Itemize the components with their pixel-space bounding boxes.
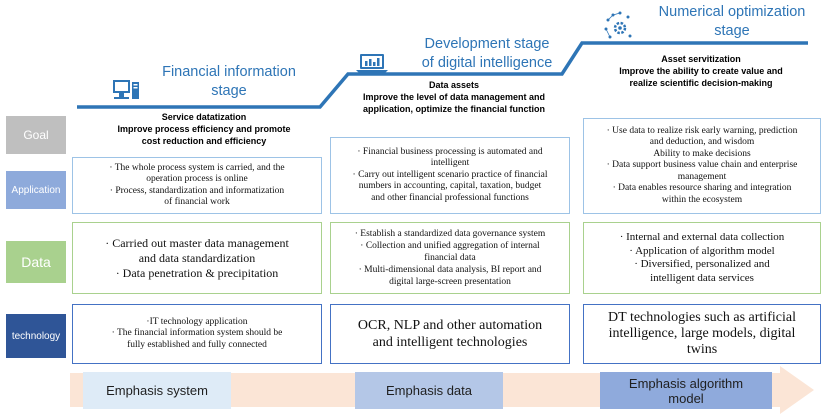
technology-text: ·IT technology application	[146, 316, 248, 327]
application-text: · Use data to realize risk early warning…	[606, 125, 798, 136]
data-text: digital large-screen presentation	[389, 277, 511, 287]
data-box-2: · Establish a standardized data governan…	[330, 222, 570, 294]
technology-text: DT technologies such as artificial	[608, 310, 796, 325]
row-label-application: Application	[6, 171, 66, 209]
application-text: management	[677, 171, 727, 182]
data-text: · Establish a standardized data governan…	[354, 229, 546, 239]
application-box-1: · The whole process system is carried, a…	[72, 157, 322, 214]
technology-text: and intelligent technologies	[372, 335, 528, 350]
stage-staircase-line	[77, 41, 808, 109]
emphasis-data: Emphasis data	[355, 372, 503, 409]
data-box-3: · Internal and external data collection …	[583, 222, 821, 294]
goal-text-3: Asset servitization Improve the ability …	[619, 54, 783, 88]
technology-text: fully established and fully connected	[127, 339, 267, 350]
application-box-2: · Financial business processing is autom…	[330, 137, 570, 214]
application-text: · The whole process system is carried, a…	[109, 162, 285, 173]
application-text: and other financial professional functio…	[371, 192, 529, 203]
goal-text-2: Data assets Improve the level of data ma…	[362, 80, 546, 114]
data-text: · Diversified, personalized and	[634, 258, 770, 270]
data-text: and data standardization	[138, 250, 256, 265]
goal-text-1: Service datatization Improve process eff…	[117, 112, 291, 146]
row-label-goal: Goal	[6, 116, 66, 154]
data-text: · Multi-dimensional data analysis, BI re…	[358, 265, 542, 275]
technology-text: OCR, NLP and other automation	[357, 318, 543, 333]
data-text: · Collection and unified aggregation of …	[360, 241, 540, 251]
stage-title-development: Development stage of digital intelligenc…	[421, 36, 553, 71]
technology-text: twins	[686, 342, 718, 357]
technology-box-1: ·IT technology application · The financi…	[72, 304, 322, 364]
application-text: · Data enables resource sharing and inte…	[612, 183, 792, 194]
technology-text: · The financial information system shoul…	[111, 328, 283, 339]
application-text: of financial work	[164, 197, 230, 207]
stage-title-numerical-optimization: Numerical optimization stage	[658, 4, 806, 39]
laptop-chart-icon	[356, 54, 388, 73]
application-text: Ability to make decisions	[653, 148, 751, 159]
network-gear-icon	[604, 11, 632, 39]
data-box-1: · Carried out master data management and…	[72, 222, 322, 294]
application-text: · Data support business value chain and …	[606, 160, 798, 171]
data-text: · Internal and external data collection	[619, 231, 785, 243]
data-text: · Data penetration & precipitation	[115, 265, 279, 280]
application-text: · Process, standardization and informati…	[109, 185, 285, 196]
computer-icon	[113, 80, 139, 99]
application-text: and deduction, and wisdom	[649, 137, 755, 148]
data-text: financial data	[424, 253, 476, 263]
data-text: · Application of algorithm model	[629, 244, 775, 257]
application-box-3: · Use data to realize risk early warning…	[583, 118, 821, 214]
application-text: within the ecosystem	[661, 194, 743, 205]
stage-title-financial-information: Financial information stage	[162, 64, 296, 99]
application-text: operation process is online	[146, 174, 248, 184]
emphasis-system: Emphasis system	[83, 372, 231, 409]
data-text: intelligent data services	[650, 271, 754, 284]
application-text: intelligent	[430, 158, 470, 169]
technology-box-2: OCR, NLP and other automation and intell…	[330, 304, 570, 364]
technology-text: intelligence, large models, digital	[608, 326, 796, 341]
data-text: · Carried out master data management	[105, 235, 289, 250]
row-label-technology: technology	[6, 314, 66, 358]
application-text: · Carry out intelligent scenario practic…	[352, 169, 548, 180]
application-text: · Financial business processing is autom…	[357, 146, 543, 157]
row-label-data: Data	[6, 241, 66, 283]
technology-box-3: DT technologies such as artificial intel…	[583, 304, 821, 364]
emphasis-algorithm-model: Emphasis algorithm model	[600, 372, 772, 409]
application-text: numbers in accounting, capital, taxation…	[358, 181, 542, 192]
